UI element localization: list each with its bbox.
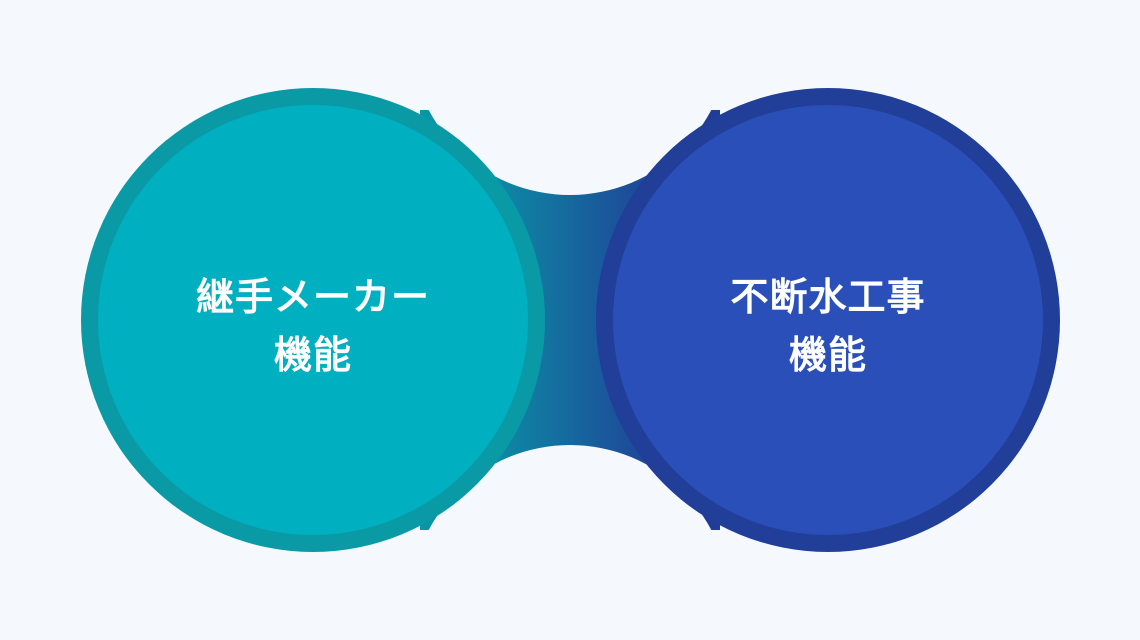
- top-notch: [410, 0, 730, 195]
- right-circle-line1: 不断水工事: [730, 275, 926, 319]
- right-circle-fill: [613, 105, 1043, 535]
- left-circle-fill: [98, 105, 528, 535]
- left-circle-line2: 機能: [273, 333, 352, 377]
- right-circle-line2: 機能: [788, 333, 867, 377]
- left-circle-line1: 継手メーカー: [195, 275, 430, 319]
- left-circle-label: 継手メーカー 機能: [123, 268, 503, 384]
- bottom-notch: [410, 445, 730, 640]
- right-circle-label: 不断水工事 機能: [638, 268, 1018, 384]
